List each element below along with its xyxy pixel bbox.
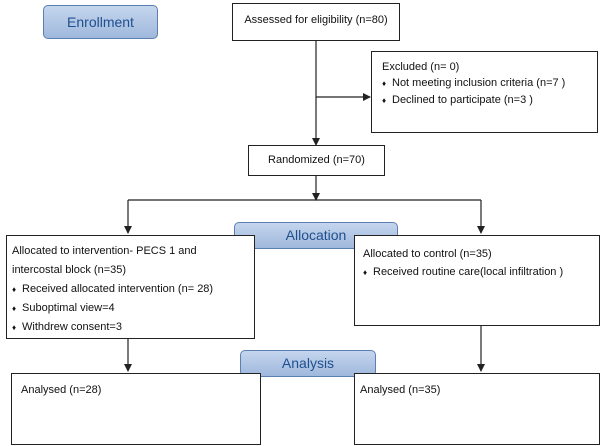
control-item: ♦Received routine care(local infiltratio… bbox=[363, 263, 599, 282]
excluded-item: ♦Not meeting inclusion criteria (n=7 ) bbox=[382, 75, 597, 92]
enrollment-stage-label: Enrollment bbox=[43, 5, 158, 39]
randomized-text: Randomized (n=70) bbox=[268, 154, 365, 166]
intervention-item: ♦Received allocated intervention (n= 28) bbox=[12, 280, 254, 299]
enrollment-label: Enrollment bbox=[67, 14, 134, 30]
analysis-stage-label: Analysis bbox=[240, 350, 376, 377]
eligibility-text: Assessed for eligibility (n=80) bbox=[244, 14, 388, 26]
analysis-label: Analysis bbox=[281, 355, 335, 371]
excluded-item: ♦Declined to participate (n=3 ) bbox=[382, 92, 597, 109]
intervention-item: ♦Suboptimal view=4 bbox=[12, 299, 254, 318]
intervention-box: Allocated to intervention- PECS 1 and in… bbox=[6, 235, 255, 339]
diamond-bullet-icon: ♦ bbox=[363, 268, 368, 277]
diamond-bullet-icon: ♦ bbox=[382, 96, 387, 105]
intervention-title-line2: intercostal block (n=35) bbox=[12, 264, 127, 276]
intervention-item: ♦Withdrew consent=3 bbox=[12, 318, 254, 337]
allocation-stage-label: Allocation bbox=[234, 222, 398, 249]
excluded-box: Excluded (n= 0) ♦Not meeting inclusion c… bbox=[371, 51, 598, 133]
control-title: Allocated to control (n=35) bbox=[363, 248, 492, 260]
allocation-label: Allocation bbox=[285, 227, 347, 243]
intervention-title-line1: Allocated to intervention- PECS 1 and bbox=[12, 245, 197, 257]
diamond-bullet-icon: ♦ bbox=[382, 79, 387, 88]
diamond-bullet-icon: ♦ bbox=[12, 304, 17, 313]
control-box: Allocated to control (n=35) ♦Received ro… bbox=[354, 235, 600, 326]
analysed-intervention-text: Analysed (n=28) bbox=[21, 384, 102, 396]
diamond-bullet-icon: ♦ bbox=[12, 285, 17, 294]
randomized-box: Randomized (n=70) bbox=[248, 145, 385, 176]
excluded-title: Excluded (n= 0) bbox=[382, 61, 460, 73]
analysed-control-box: Analysed (n=35) bbox=[354, 373, 600, 445]
eligibility-box: Assessed for eligibility (n=80) bbox=[232, 3, 400, 41]
analysed-intervention-box: Analysed (n=28) bbox=[11, 373, 261, 445]
analysed-control-text: Analysed (n=35) bbox=[360, 384, 441, 396]
diamond-bullet-icon: ♦ bbox=[12, 323, 17, 332]
